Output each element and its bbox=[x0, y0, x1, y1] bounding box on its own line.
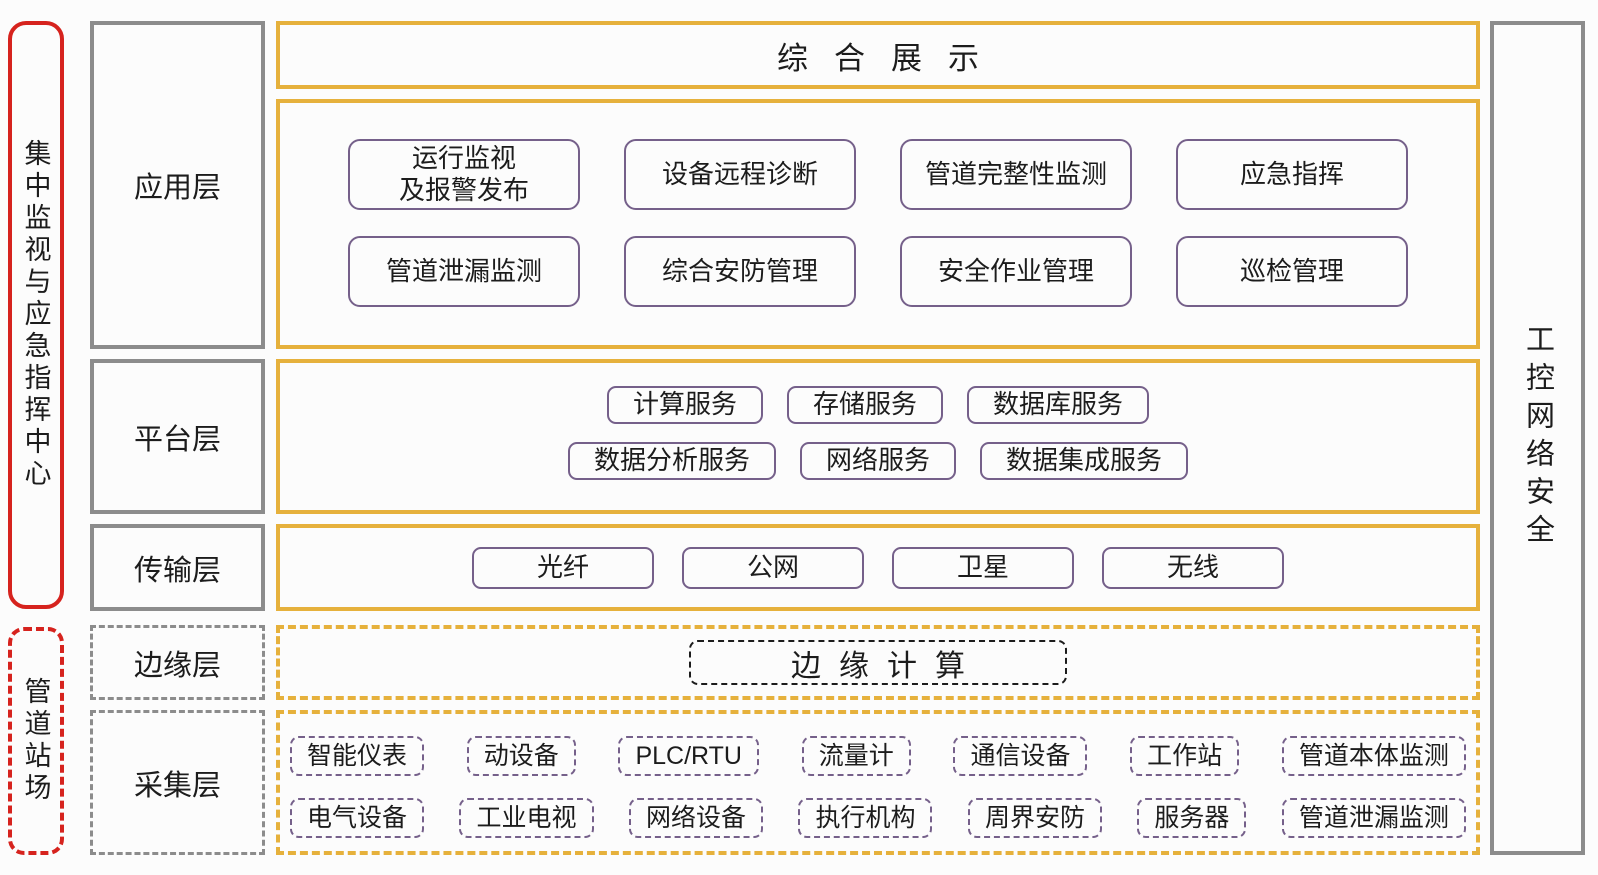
platform-service-box: 数据库服务 bbox=[967, 386, 1150, 424]
application-row-2: 管道泄漏监测 综合安防管理 安全作业管理 巡检管理 bbox=[280, 236, 1476, 307]
collection-device-box: 服务器 bbox=[1137, 798, 1247, 838]
transmission-medium-box: 公网 bbox=[682, 546, 864, 589]
collection-device-box: 通信设备 bbox=[953, 736, 1088, 776]
ics-security-box: 工控网络安全 bbox=[1490, 21, 1585, 855]
edge-computing-box: 边缘计算 bbox=[689, 640, 1067, 685]
layer-label-transmission: 传输层 bbox=[90, 524, 265, 611]
collection-device-box: 网络设备 bbox=[628, 798, 763, 838]
pipeline-station-box: 管道站场 bbox=[8, 627, 64, 855]
ics-security-label: 工控网络安全 bbox=[1521, 324, 1554, 552]
collection-layer-panel: 智能仪表 动设备 PLC/RTU 流量计 通信设备 工作站 管道本体监测 电气设… bbox=[276, 710, 1480, 855]
app-module-box: 应急指挥 bbox=[1176, 139, 1408, 210]
collection-device-box: 动设备 bbox=[466, 736, 576, 776]
platform-service-box: 计算服务 bbox=[606, 386, 763, 424]
collection-device-box: 流量计 bbox=[801, 736, 911, 776]
overview-banner: 综合展示 bbox=[276, 21, 1480, 89]
collection-device-box: 工作站 bbox=[1130, 736, 1240, 776]
layer-label-application: 应用层 bbox=[90, 21, 265, 349]
app-module-box: 设备远程诊断 bbox=[624, 139, 856, 210]
collection-device-box: PLC/RTU bbox=[618, 736, 759, 776]
platform-service-box: 存储服务 bbox=[786, 386, 943, 424]
pipeline-station-label: 管道站场 bbox=[20, 677, 51, 805]
layer-label-column: 应用层 平台层 传输层 边缘层 采集层 bbox=[90, 21, 265, 855]
platform-row-2: 数据分析服务 网络服务 数据集成服务 bbox=[280, 442, 1476, 480]
platform-row-1: 计算服务 存储服务 数据库服务 bbox=[280, 386, 1476, 424]
left-rail: 集中监视与应急指挥中心 管道站场 bbox=[8, 21, 64, 855]
collection-device-box: 工业电视 bbox=[459, 798, 594, 838]
layer-label-edge: 边缘层 bbox=[90, 625, 265, 700]
monitoring-center-box: 集中监视与应急指挥中心 bbox=[8, 21, 64, 609]
layer-label-platform: 平台层 bbox=[90, 359, 265, 514]
transmission-layer-panel: 光纤 公网 卫星 无线 bbox=[276, 524, 1480, 611]
transmission-layer-label: 传输层 bbox=[133, 554, 221, 587]
transmission-medium-box: 卫星 bbox=[892, 546, 1074, 589]
app-module-box: 综合安防管理 bbox=[624, 236, 856, 307]
platform-layer-label: 平台层 bbox=[133, 423, 221, 456]
application-layer-panel: 运行监视 及报警发布 设备远程诊断 管道完整性监测 应急指挥 管道泄漏监测 综合… bbox=[276, 99, 1480, 349]
right-rail: 工控网络安全 bbox=[1490, 21, 1585, 855]
main-content-column: 综合展示 运行监视 及报警发布 设备远程诊断 管道完整性监测 应急指挥 管道泄漏… bbox=[276, 21, 1480, 855]
platform-layer-panel: 计算服务 存储服务 数据库服务 数据分析服务 网络服务 数据集成服务 bbox=[276, 359, 1480, 514]
edge-layer-panel: 边缘计算 bbox=[276, 625, 1480, 700]
edge-layer-label: 边缘层 bbox=[133, 649, 221, 682]
collection-device-box: 执行机构 bbox=[798, 798, 933, 838]
platform-service-box: 数据集成服务 bbox=[980, 442, 1189, 480]
collection-row-2: 电气设备 工业电视 网络设备 执行机构 周界安防 服务器 管道泄漏监测 bbox=[290, 798, 1466, 838]
collection-device-box: 管道泄漏监测 bbox=[1281, 798, 1466, 838]
collection-layer-label: 采集层 bbox=[133, 769, 221, 802]
app-module-box: 运行监视 及报警发布 bbox=[348, 139, 580, 210]
app-module-box: 安全作业管理 bbox=[900, 236, 1132, 307]
collection-row-1: 智能仪表 动设备 PLC/RTU 流量计 通信设备 工作站 管道本体监测 bbox=[290, 736, 1466, 776]
platform-service-box: 网络服务 bbox=[799, 442, 956, 480]
collection-device-box: 智能仪表 bbox=[290, 736, 425, 776]
transmission-medium-box: 无线 bbox=[1102, 546, 1284, 589]
monitoring-center-label: 集中监视与应急指挥中心 bbox=[20, 139, 51, 491]
application-layer-label: 应用层 bbox=[133, 172, 221, 204]
application-row-1: 运行监视 及报警发布 设备远程诊断 管道完整性监测 应急指挥 bbox=[280, 139, 1476, 210]
collection-device-box: 周界安防 bbox=[967, 798, 1102, 838]
platform-service-box: 数据分析服务 bbox=[567, 442, 776, 480]
collection-device-box: 管道本体监测 bbox=[1281, 736, 1466, 776]
transmission-medium-box: 光纤 bbox=[472, 546, 654, 589]
app-module-box: 巡检管理 bbox=[1176, 236, 1408, 307]
app-module-box: 管道泄漏监测 bbox=[348, 236, 580, 307]
app-module-box: 管道完整性监测 bbox=[900, 139, 1132, 210]
collection-device-box: 电气设备 bbox=[290, 798, 425, 838]
layer-label-collection: 采集层 bbox=[90, 710, 265, 855]
